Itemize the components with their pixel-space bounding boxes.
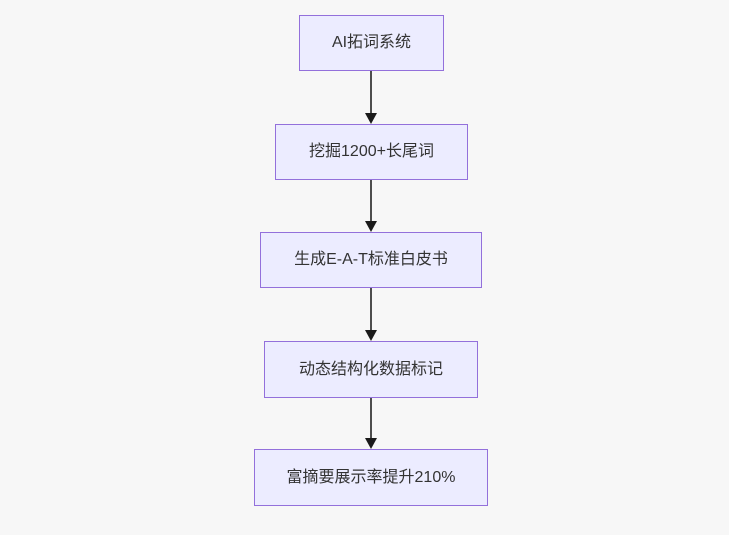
- flowchart-node-dynamic-structured-data-markup: 动态结构化数据标记: [264, 341, 478, 398]
- flowchart-arrow-2: [365, 180, 377, 232]
- node-label: 动态结构化数据标记: [298, 360, 443, 378]
- flowchart-node-ai-word-expansion-system: AI拓词系统: [299, 15, 444, 71]
- arrow-line: [370, 71, 372, 113]
- node-label: 富摘要展示率提升210%: [286, 468, 456, 486]
- arrow-line: [370, 398, 372, 438]
- flowchart-arrow-4: [365, 398, 377, 449]
- arrow-line: [370, 180, 372, 221]
- node-label: 生成E-A-T标准白皮书: [294, 251, 448, 269]
- arrow-line: [370, 288, 372, 330]
- node-label: 挖掘1200+长尾词: [309, 143, 434, 161]
- arrow-head-icon: [365, 113, 377, 124]
- flowchart-node-rich-snippet-rate-increase: 富摘要展示率提升210%: [254, 449, 488, 506]
- flowchart-node-generate-eat-whitepaper: 生成E-A-T标准白皮书: [260, 232, 482, 288]
- arrow-head-icon: [365, 438, 377, 449]
- flowchart-arrow-1: [365, 71, 377, 124]
- arrow-head-icon: [365, 221, 377, 232]
- node-label: AI拓词系统: [331, 34, 412, 52]
- flowchart-arrow-3: [365, 288, 377, 341]
- flowchart-node-mine-longtail-keywords: 挖掘1200+长尾词: [275, 124, 468, 180]
- arrow-head-icon: [365, 330, 377, 341]
